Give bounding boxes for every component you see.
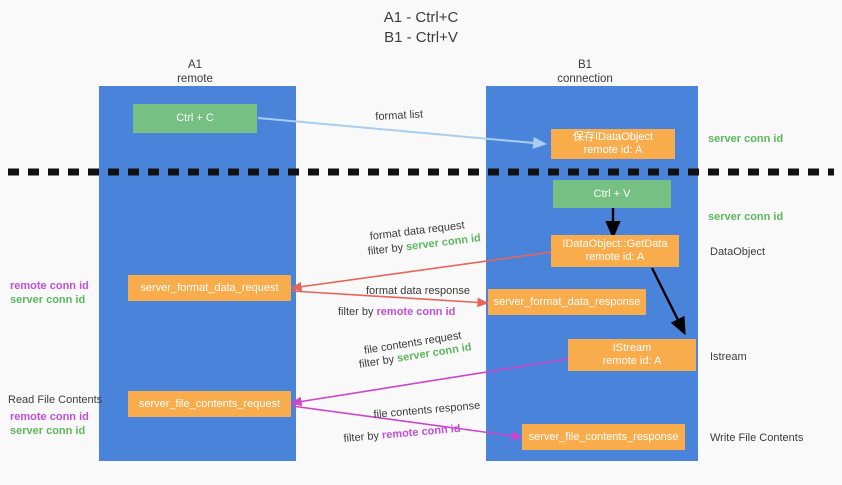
column-header-a1-name: A1 <box>187 59 203 71</box>
title-line-2: B1 - Ctrl+V <box>384 29 458 46</box>
left-label-server-conn-id-upper: server conn id <box>10 294 86 306</box>
filter-prefix: filter by <box>367 241 407 258</box>
box-server-file-contents-request[interactable]: server_file_contents_request <box>128 391 291 417</box>
box-server-file-contents-response-label: server_file_contents_response <box>528 430 679 443</box>
edge-label-format-data-response: format data response <box>366 285 470 297</box>
box-istream-label: IStream <box>612 342 652 354</box>
box-save-idataobject-remote-id: remote id: A <box>583 144 643 156</box>
column-header-b1-name: B1 <box>577 59 593 71</box>
edge-label-format-list: format list <box>375 108 424 123</box>
edge-label-format-data-response-filter: filter by remote conn id <box>338 305 455 319</box>
edge-label-file-contents-response: file contents response <box>373 399 481 421</box>
filter-prefix: filter by <box>338 306 377 318</box>
box-server-format-data-response[interactable]: server_format_data_response <box>488 289 646 315</box>
right-label-write-file-contents: Write File Contents <box>710 432 804 444</box>
filter-key-remote-conn-id: remote conn id <box>376 306 456 318</box>
box-ctrl-v[interactable]: Ctrl + V <box>553 180 671 208</box>
left-label-remote-conn-id-lower: remote conn id <box>10 411 89 423</box>
box-server-format-data-request-label: server_format_data_request <box>140 281 279 294</box>
right-label-dataobject: DataObject <box>710 246 766 258</box>
left-label-server-conn-id-lower: server conn id <box>10 425 86 437</box>
page-title: A1 - Ctrl+C B1 - Ctrl+V <box>0 8 842 48</box>
title-line-1: A1 - Ctrl+C <box>383 9 459 26</box>
box-save-idataobject-label: 保存IDataObject <box>572 131 654 143</box>
box-idataobject-getdata-remote-id: remote id: A <box>585 251 645 263</box>
box-server-format-data-request[interactable]: server_format_data_request <box>128 275 291 301</box>
right-label-istream: Istream <box>710 351 747 363</box>
box-idataobject-getdata-label: IDataObject::GetData <box>562 238 668 250</box>
column-header-a1-sub: remote <box>177 73 213 85</box>
left-label-read-file-contents: Read File Contents <box>8 394 103 406</box>
right-label-server-conn-id-mid: server conn id <box>708 211 784 223</box>
box-istream[interactable]: IStream remote id: A <box>568 339 696 371</box>
column-header-b1-sub: connection <box>557 73 613 85</box>
box-istream-remote-id: remote id: A <box>602 355 662 367</box>
box-ctrl-c[interactable]: Ctrl + C <box>133 104 257 133</box>
column-header-b1: B1 connection <box>485 58 685 86</box>
box-ctrl-c-label: Ctrl + C <box>176 112 214 124</box>
edge-label-file-contents-response-filter: filter by remote conn id <box>343 422 461 446</box>
left-label-remote-conn-id-upper: remote conn id <box>10 280 89 292</box>
box-idataobject-getdata[interactable]: IDataObject::GetData remote id: A <box>551 235 679 267</box>
box-save-idataobject[interactable]: 保存IDataObject remote id: A <box>551 129 675 159</box>
filter-prefix: filter by <box>343 429 383 445</box>
right-label-server-conn-id-top: server conn id <box>708 133 784 145</box>
box-server-file-contents-response[interactable]: server_file_contents_response <box>522 424 685 450</box>
box-server-format-data-response-label: server_format_data_response <box>493 295 641 308</box>
column-header-a1: A1 remote <box>95 58 295 86</box>
box-ctrl-v-label: Ctrl + V <box>593 187 631 200</box>
box-server-file-contents-request-label: server_file_contents_request <box>138 397 281 410</box>
filter-key-remote-conn-id: remote conn id <box>381 422 462 442</box>
